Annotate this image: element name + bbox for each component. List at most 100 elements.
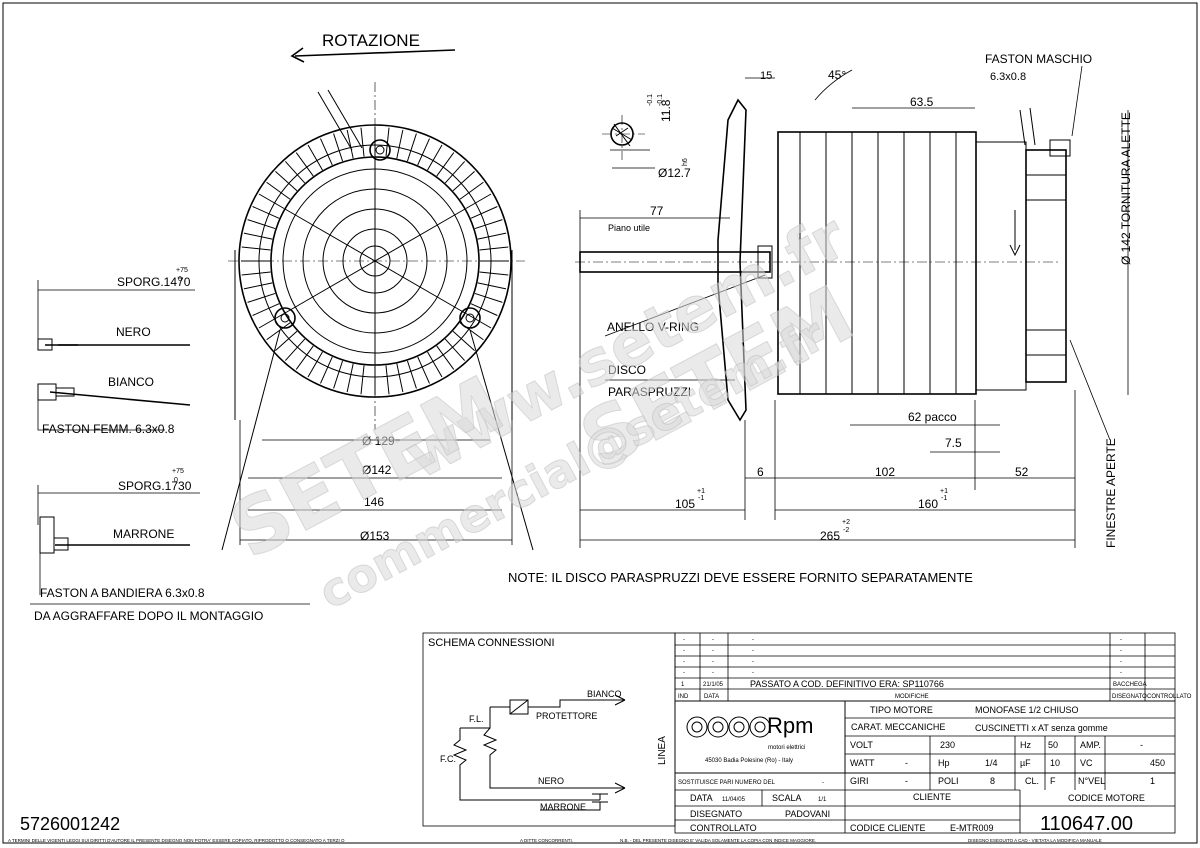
specs-rows bbox=[845, 717, 1175, 755]
dim-160-tol-low: -1 bbox=[941, 495, 947, 502]
shaft-diameter: Ø12.7 bbox=[658, 166, 691, 180]
schema-nero: NERO bbox=[538, 776, 564, 786]
schema-title: SCHEMA CONNESSIONI bbox=[428, 637, 555, 649]
footer-nb: N.B. - DEL PRESENTE DISEGNO E' VALIDA SO… bbox=[620, 838, 816, 843]
bianco-crimp bbox=[55, 387, 75, 397]
dim-6: 6 bbox=[757, 465, 764, 479]
screw-top bbox=[375, 145, 385, 155]
sostituisce-label: SOSTITUISCE PARI NUMERO DEL bbox=[678, 780, 776, 786]
shaft-section-center bbox=[602, 115, 645, 160]
volt-label: VOLT bbox=[850, 740, 873, 750]
protector-symbol bbox=[509, 699, 529, 715]
dim-160: 160 bbox=[918, 497, 938, 511]
title-block: ---------------- 1 21/1/05 PASSATO A COD… bbox=[674, 632, 1192, 835]
schema-fc: F.C. bbox=[440, 754, 456, 764]
giri-label: GIRI bbox=[850, 776, 869, 786]
fin bbox=[406, 133, 417, 162]
codice-motore-label: CODICE MOTORE bbox=[1068, 793, 1145, 803]
schema-linea: LINEA bbox=[657, 736, 668, 765]
codice-motore: 110647.00 bbox=[1040, 813, 1133, 835]
capacitor bbox=[540, 793, 608, 811]
hz-label: Hz bbox=[1020, 740, 1031, 750]
amp: - bbox=[1140, 740, 1143, 750]
nero-arrow bbox=[614, 782, 626, 794]
anello-label: ANELLO V-RING bbox=[607, 320, 699, 334]
codice-cliente: E-MTR009 bbox=[950, 823, 994, 833]
revision-dash: - bbox=[712, 648, 714, 654]
rev-hdr-mod: MODIFICHE bbox=[895, 694, 929, 700]
fin bbox=[477, 282, 507, 290]
side-extension-lines bbox=[579, 270, 1076, 548]
revision-dash: - bbox=[1120, 648, 1122, 654]
finestre-leader bbox=[1069, 339, 1111, 441]
tornitura-label: Ø 142 TORNITURA ALETTE bbox=[1119, 112, 1133, 265]
schema-bianco: BIANCO bbox=[587, 689, 622, 699]
company-subtitle: motori elettrici bbox=[768, 745, 805, 751]
dim-265-tol: +2 bbox=[842, 519, 850, 526]
fin bbox=[444, 161, 466, 184]
v-ring bbox=[757, 245, 773, 279]
fin bbox=[385, 365, 390, 395]
marrone-crimp bbox=[53, 537, 69, 551]
uf: 10 bbox=[1050, 758, 1060, 768]
rev-hdr-ctrl: CONTROLLATO bbox=[1147, 694, 1192, 700]
fin bbox=[417, 356, 430, 384]
faston-maschio-label: FASTON MASCHIO bbox=[985, 52, 1092, 66]
revision-dash: - bbox=[1120, 659, 1122, 665]
rev-dis: BACCHEGA bbox=[1113, 682, 1147, 688]
dim-265-tol-low: -2 bbox=[843, 527, 849, 534]
nvel-label: N°VEL bbox=[1078, 776, 1105, 786]
marrone-label: MARRONE bbox=[113, 527, 174, 541]
rear-leads bbox=[1019, 107, 1036, 146]
shaft-dim-lines bbox=[610, 149, 655, 169]
scala: 1/1 bbox=[818, 797, 827, 803]
disco-label: DISCO bbox=[608, 363, 646, 377]
fin bbox=[247, 292, 276, 303]
rear-housing bbox=[1025, 149, 1067, 383]
nero-label: NERO bbox=[116, 325, 151, 339]
revision-dashes: ---------------- bbox=[683, 637, 1122, 676]
rev-hdr-ind: IND bbox=[678, 694, 689, 700]
dim-extension-lines bbox=[239, 420, 513, 545]
side-fins bbox=[799, 132, 957, 394]
amp-label: AMP. bbox=[1080, 740, 1101, 750]
fin bbox=[459, 181, 484, 200]
dim-105: 105 bbox=[675, 497, 695, 511]
uf-label: µF bbox=[1020, 758, 1031, 768]
dim-265: 265 bbox=[820, 529, 840, 543]
connection-schema: SCHEMA CONNESSIONI BIANCO PROTETTORE F.L… bbox=[422, 632, 676, 827]
watt: - bbox=[905, 758, 908, 768]
hp-label: Hp bbox=[938, 758, 950, 768]
cl: F bbox=[1050, 776, 1056, 786]
marrone-terminal bbox=[39, 516, 55, 554]
screw-boss-right bbox=[459, 307, 481, 329]
screw-left bbox=[280, 313, 290, 323]
fin bbox=[417, 138, 430, 166]
fin bbox=[266, 181, 291, 200]
fin bbox=[360, 365, 365, 395]
revision-dash: - bbox=[752, 670, 754, 676]
fin bbox=[252, 303, 280, 316]
revision-dash: - bbox=[683, 670, 685, 676]
finestre-label: FINESTRE APERTE bbox=[1104, 438, 1118, 548]
fin bbox=[436, 345, 455, 370]
bianco-label: BIANCO bbox=[108, 375, 154, 389]
poli-label: POLI bbox=[938, 776, 959, 786]
rev-ind: 1 bbox=[681, 682, 685, 688]
poli: 8 bbox=[990, 776, 995, 786]
fin bbox=[320, 138, 333, 166]
scala-label: SCALA bbox=[772, 793, 802, 803]
company-logo bbox=[686, 716, 771, 738]
cl-label: CL. bbox=[1025, 776, 1039, 786]
anello-leader bbox=[604, 274, 766, 337]
dim-146: 146 bbox=[364, 495, 384, 509]
revision-dash: - bbox=[683, 637, 685, 643]
fin bbox=[241, 271, 271, 276]
fin bbox=[275, 170, 298, 192]
fin bbox=[465, 313, 492, 329]
sporg1730-dim bbox=[37, 485, 200, 525]
sporg1730-tol-low: 0 bbox=[174, 477, 178, 484]
fin bbox=[360, 127, 365, 157]
codice-cliente-label: CODICE CLIENTE bbox=[850, 823, 926, 833]
